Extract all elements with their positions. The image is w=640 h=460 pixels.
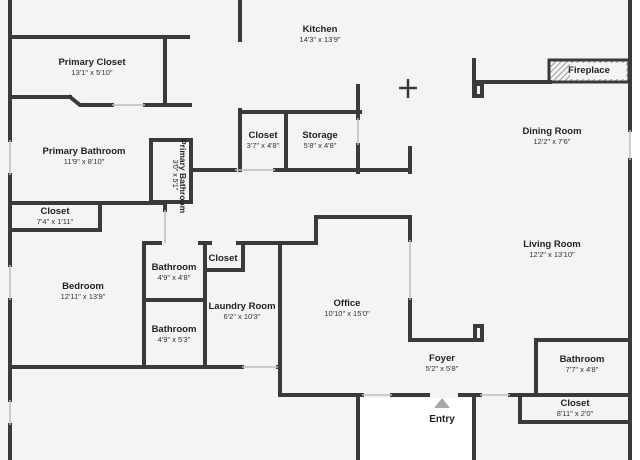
room-name: Closet (560, 398, 590, 409)
room-dimensions: 11'9" x 8'10" (63, 156, 105, 166)
room-dimensions: 4'9" x 4'8" (157, 272, 191, 282)
room-dimensions: 7'4" x 1'11" (36, 216, 74, 226)
room-dimensions: 6'2" x 10'3" (223, 311, 261, 321)
room-name: Kitchen (302, 24, 338, 35)
room-name: Bathroom (151, 324, 197, 335)
room-dimensions: 14'3" x 13'9" (299, 34, 341, 44)
room-dimensions: 3'7" x 4'8" (246, 140, 280, 150)
fireplace-label-bg (570, 63, 626, 79)
room-closet-kitchen: Closet 3'7" x 4'8" (246, 130, 280, 151)
room-office: Office 10'10" x 15'0" (324, 298, 370, 319)
room-dimensions: 5'2" x 5'8" (425, 363, 459, 373)
room-dining-room: Dining Room 12'2" x 7'6" (522, 126, 582, 147)
exterior-area (360, 398, 472, 460)
room-name: Storage (302, 130, 338, 141)
room-name: Bathroom (151, 262, 197, 273)
room-name: Primary Bathroom (178, 139, 188, 214)
room-dimensions: 5'8" x 4'8" (303, 140, 337, 150)
room-bathroom-a: Bathroom 4'9" x 4'8" (151, 262, 197, 283)
entry-arrow-icon (434, 398, 450, 408)
room-closet-entry: Closet 8'11" x 2'0" (556, 398, 594, 419)
room-name: Dining Room (522, 126, 582, 137)
room-primary-bathroom-small: Primary Bathroom 3'0" x 5'1" (157, 139, 188, 214)
fireplace-label: Fireplace (568, 64, 610, 76)
room-storage: Storage 5'8" x 4'8" (302, 130, 338, 151)
cross-marker-icon (399, 79, 417, 98)
room-dimensions: 10'10" x 15'0" (324, 308, 370, 318)
entry-label: Entry (429, 414, 455, 425)
room-dimensions: 12'11" x 13'9" (60, 291, 106, 301)
room-name: Office (333, 298, 361, 309)
room-name: Closet (208, 253, 238, 264)
room-closet-bedroom: Closet 7'4" x 1'11" (36, 206, 74, 227)
room-primary-closet: Primary Closet 13'1" x 5'10" (58, 57, 126, 78)
room-dimensions: 13'1" x 5'10" (71, 67, 113, 77)
room-name: Bedroom (62, 281, 104, 292)
walls (8, 0, 632, 460)
exterior-area (632, 0, 640, 460)
room-name: Foyer (429, 353, 455, 364)
room-dimensions: 7'7" x 4'8" (565, 364, 599, 374)
room-name: Primary Closet (58, 57, 126, 68)
room-dimensions: 12'2" x 7'6" (533, 136, 571, 146)
room-foyer: Foyer 5'2" x 5'8" (425, 353, 459, 374)
room-name: Primary Bathroom (42, 146, 126, 157)
room-dimensions: 3'0" x 5'1" (170, 159, 178, 191)
room-name: Living Room (523, 239, 581, 250)
room-dimensions: 4'9" x 5'3" (157, 334, 191, 344)
room-laundry-room: Laundry Room 6'2" x 10'3" (208, 301, 276, 322)
room-name: Bathroom (559, 354, 605, 365)
room-primary-bathroom: Primary Bathroom 11'9" x 8'10" (42, 146, 126, 167)
room-kitchen: Kitchen 14'3" x 13'9" (299, 24, 341, 45)
room-living-room: Living Room 12'2" x 13'10" (523, 239, 581, 260)
room-bathroom-b: Bathroom 4'9" x 5'3" (151, 324, 197, 345)
openings (9, 104, 631, 425)
room-name: Laundry Room (208, 301, 276, 312)
room-name: Closet (248, 130, 278, 141)
room-dimensions: 12'2" x 13'10" (529, 249, 575, 259)
room-bedroom: Bedroom 12'11" x 13'9" (60, 281, 106, 302)
room-dimensions: 8'11" x 2'0" (556, 408, 594, 418)
room-bathroom-c: Bathroom 7'7" x 4'8" (559, 354, 605, 375)
room-name: Closet (40, 206, 70, 217)
room-closet-small: Closet (208, 253, 238, 265)
